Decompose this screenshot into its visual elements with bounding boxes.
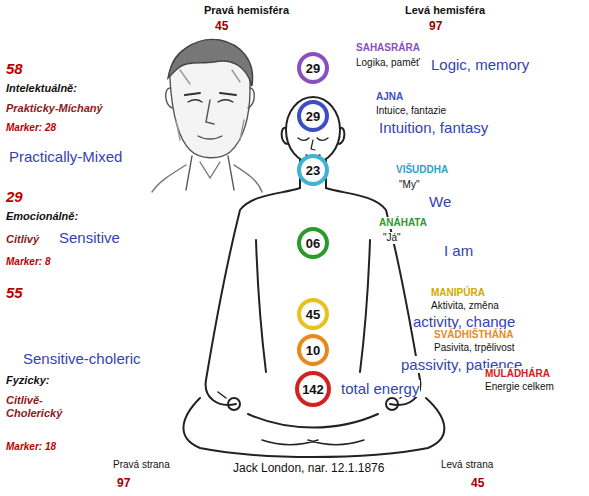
category-heading: Intelektuálně: [5,82,78,95]
chakra-circle: 06 [297,227,329,259]
hemisphere-value: 45 [214,20,229,34]
chakra-name: SAHASRÁRA [355,42,421,54]
chakra-number: 29 [306,109,320,124]
chakra-name: AJNA [375,91,404,103]
chakra-number: 142 [302,382,324,397]
chakra-circle: 45 [297,298,329,330]
hemisphere-heading: Levá hemisféra [404,4,486,17]
meditating-figure [183,97,444,457]
type-name: Citlivý [5,233,40,246]
side-value: 45 [470,477,485,491]
translation-text: Sensitive-choleric [22,350,142,367]
chakra-number: 29 [306,61,320,76]
translation-text: Practically-Mixed [8,148,123,165]
chakra-meaning: Energie celkem [484,381,555,393]
chakra-name: MANIPÚRA [430,287,486,299]
chakra-meaning: Pasivita, trpělivost [433,342,516,354]
marker-value: Marker: 28 [5,122,57,134]
chakra-number: 45 [306,307,320,322]
marker-value: Marker: 18 [5,441,57,453]
chakra-number: 10 [306,343,320,358]
person-caption: Jack London, nar. 12.1.1876 [232,462,385,476]
chakra-meaning: Intuice, fantazie [375,105,447,117]
category-heading: Emocionálně: [5,210,79,223]
translation-text: Intuition, fantasy [378,119,489,136]
chakra-number: 23 [306,163,320,178]
chakra-circle: 29 [297,52,329,84]
type-name: Citlivě-Cholerický [5,394,83,419]
chakra-name: ANÁHATA [378,217,428,229]
chakra-circle: 29 [297,100,329,132]
side-label: Pravá strana [112,459,171,471]
score-number: 29 [5,188,24,205]
chakra-circle: 142 [295,371,331,407]
chakra-name: MÚLÁDHÁRA [484,368,551,380]
translation-text: We [428,193,452,210]
chakra-number: 06 [306,236,320,251]
translation-text: activity, change [412,313,516,330]
chakra-meaning: "My" [398,179,420,191]
translation-text: I am [443,242,474,259]
chakra-circle: 23 [297,154,329,186]
side-value: 97 [116,477,131,491]
type-name: Prakticky-Míchaný [5,102,104,115]
chakra-meaning: Logika, paměť [355,57,421,69]
chakra-meaning: "Já" [382,232,402,244]
hemisphere-heading: Pravá hemisféra [203,4,290,17]
marker-value: Marker: 8 [5,256,51,268]
score-number: 55 [5,284,24,301]
category-heading: Fyzicky: [5,374,50,387]
score-number: 58 [5,60,24,77]
chakra-circle: 10 [297,334,329,366]
chakra-name: SVÁDHIŠTHÁNA [433,329,514,341]
chakra-name: VIŠUDDHA [395,164,449,176]
side-label: Levá strana [440,459,494,471]
translation-text: total energy [340,380,420,397]
hemisphere-value: 97 [428,20,443,34]
chakra-meaning: Aktivita, změna [430,300,500,312]
portrait-sketch [152,39,262,192]
translation-text: Logic, memory [430,56,530,73]
translation-text: Sensitive [58,229,121,246]
